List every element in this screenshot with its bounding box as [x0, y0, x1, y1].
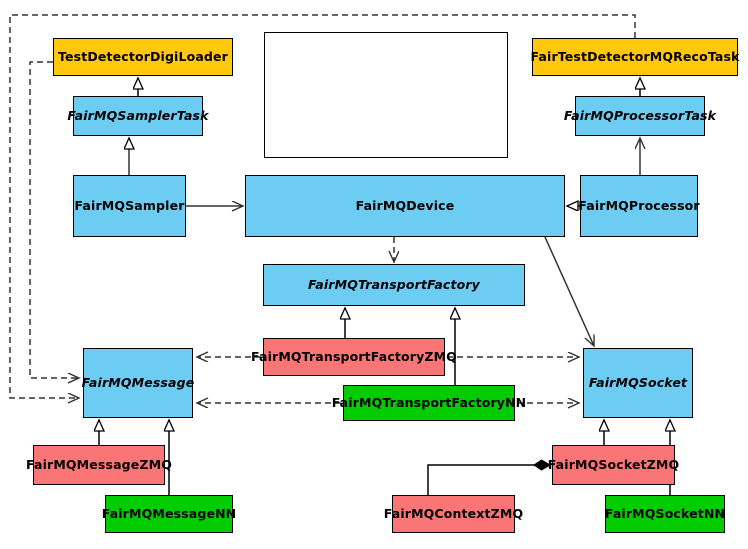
class-node-fairmq-socket-zmq[interactable]: FairMQSocketZMQ	[548, 445, 679, 485]
class-node-fairmq-transport-factory-nn[interactable]: FairMQTransportFactoryNN	[332, 385, 526, 421]
class-node-fair-test-detector-mq-reco-task[interactable]: FairTestDetectorMQRecoTask	[530, 38, 740, 76]
edge-contextzmq-to-socketzmq	[427, 465, 550, 495]
class-node-fairmq-sampler-task[interactable]: FairMQSamplerTask	[67, 96, 208, 136]
class-label: FairMQMessage	[81, 374, 195, 390]
class-label: FairMQTransportFactoryNN	[331, 394, 527, 410]
class-node-fairmq-sampler[interactable]: FairMQSampler	[73, 175, 186, 237]
class-node-fairmq-context-zmq[interactable]: FairMQContextZMQ	[384, 495, 523, 533]
class-label: FairMQContextZMQ	[383, 505, 524, 521]
class-label: FairMQSocketZMQ	[547, 456, 680, 472]
class-label: FairMQTransportFactoryZMQ	[251, 348, 457, 364]
class-node-fairmq-message-nn[interactable]: FairMQMessageNN	[102, 495, 236, 533]
class-node-fairmq-socket[interactable]: FairMQSocket	[583, 348, 693, 418]
class-node-fairmq-transport-factory[interactable]: FairMQTransportFactory	[263, 264, 525, 306]
class-node-fairmq-processor-task[interactable]: FairMQProcessorTask	[564, 96, 716, 136]
edge-device-to-socket	[544, 236, 594, 346]
class-label: FairTestDetectorMQRecoTask	[530, 48, 740, 64]
class-label: TestDetectorDigiLoader	[58, 48, 228, 64]
class-node-fairmq-processor[interactable]: FairMQProcessor	[578, 175, 700, 237]
class-label: FairMQMessageZMQ	[26, 456, 172, 472]
class-node-fairmq-socket-nn[interactable]: FairMQSocketNN	[605, 495, 725, 533]
class-node-fairmq-transport-factory-zmq[interactable]: FairMQTransportFactoryZMQ	[251, 338, 457, 376]
class-label: FairMQSampler	[74, 197, 185, 213]
class-node-fairmq-message-zmq[interactable]: FairMQMessageZMQ	[26, 445, 172, 485]
legend-panel	[264, 32, 508, 158]
class-label: FairMQSocketNN	[604, 505, 726, 521]
class-label: FairMQSocket	[588, 374, 688, 390]
class-label: FairMQDevice	[355, 197, 455, 213]
class-label: FairMQProcessorTask	[563, 107, 717, 123]
class-label: FairMQTransportFactory	[308, 276, 480, 292]
class-node-fairmq-device[interactable]: FairMQDevice	[245, 175, 565, 237]
class-label: FairMQProcessor	[578, 197, 700, 213]
class-label: FairMQMessageNN	[101, 505, 237, 521]
class-node-fairmq-message[interactable]: FairMQMessage	[81, 348, 195, 418]
class-label: FairMQSamplerTask	[67, 107, 209, 123]
class-node-test-detector-digi-loader[interactable]: TestDetectorDigiLoader	[53, 38, 233, 76]
